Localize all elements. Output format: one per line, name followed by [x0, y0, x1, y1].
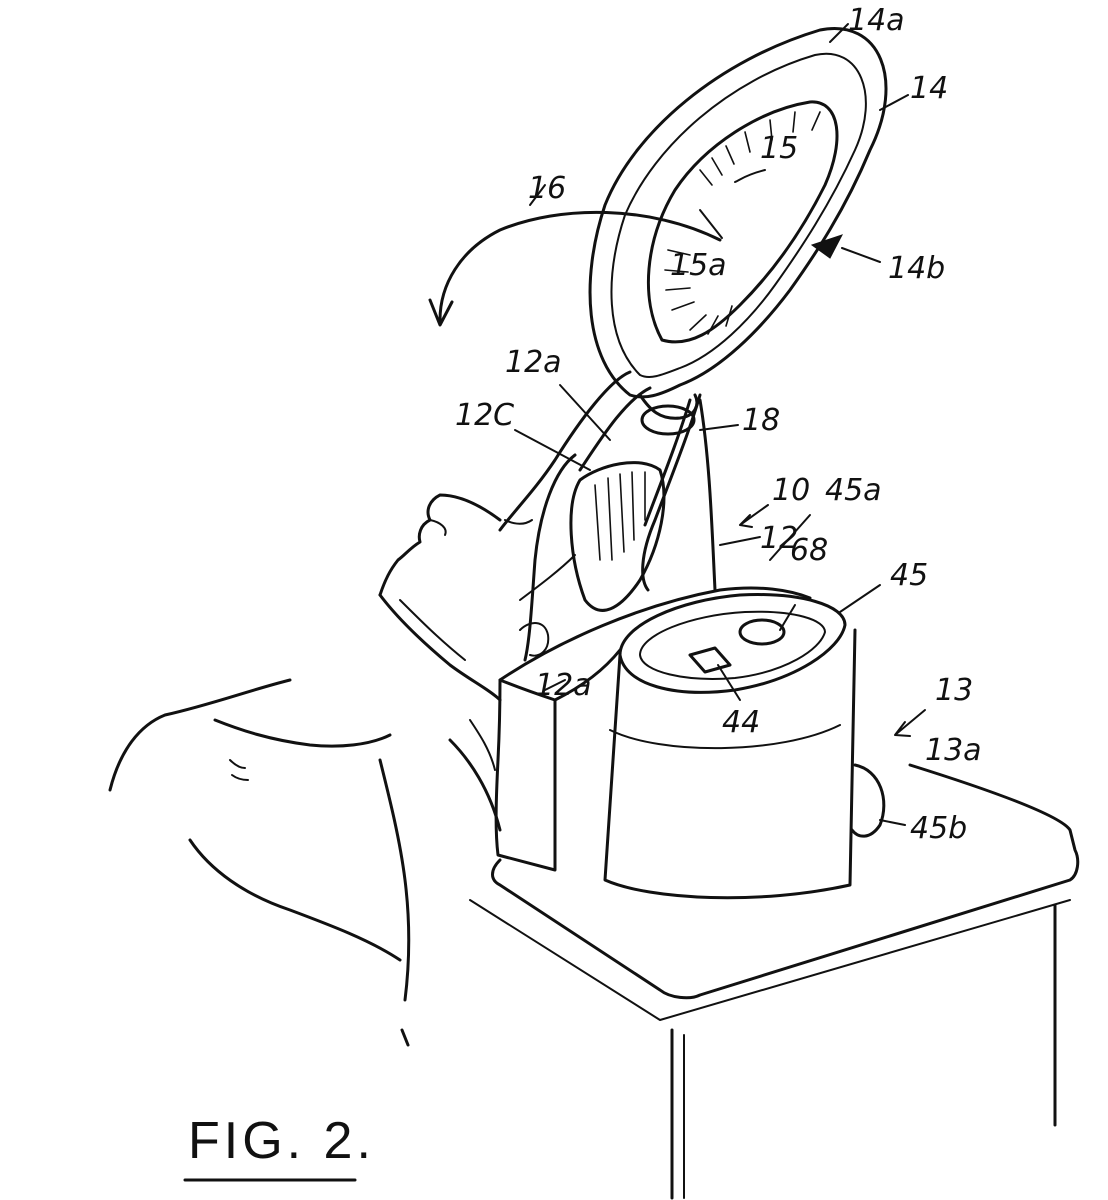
arm-rear-strut-2	[643, 398, 692, 527]
patient-shoulder	[108, 678, 292, 792]
canister-knob-44	[688, 646, 732, 674]
arm-outer	[498, 370, 632, 532]
leader-45a	[769, 514, 811, 561]
figure-caption-group: FIG. 2.	[183, 1112, 375, 1182]
patient-arm-fold	[229, 759, 246, 769]
table-top	[491, 763, 1080, 1000]
patient-chest	[213, 718, 392, 748]
leader-14	[879, 94, 909, 111]
canister-top-inner	[639, 610, 826, 680]
label-45: 45	[890, 558, 928, 593]
canister-knob-68	[738, 618, 786, 646]
rotation-arrow	[428, 184, 722, 327]
label-12a-bottom: 12a	[535, 668, 592, 703]
label-68: 68	[790, 533, 828, 568]
mirror-frame-inner	[610, 52, 867, 378]
leader-12a-top	[559, 384, 611, 441]
base-left-housing	[494, 678, 557, 872]
label-12a-top: 12a	[505, 345, 562, 380]
patient-eye	[504, 519, 533, 525]
headrest-support	[498, 370, 811, 662]
patient-ear	[519, 622, 550, 657]
label-12: 12	[760, 521, 798, 556]
label-14: 14	[910, 71, 948, 106]
cradle-outer	[523, 453, 577, 662]
arrow-13	[894, 709, 926, 737]
label-15a: 15a	[670, 248, 727, 283]
mirror-reflection-hatching	[664, 111, 821, 335]
label-44: 44	[722, 705, 760, 740]
arm-right-post	[698, 398, 717, 592]
arrow-10	[739, 504, 769, 528]
table-top-edge	[469, 899, 1071, 1021]
mirror-glass	[646, 100, 839, 344]
mirror-assembly	[588, 23, 909, 436]
patient-torso	[448, 738, 502, 832]
reference-labels: 14a 14 15 16 14b 15a 12a 12C 18 10 45a 1…	[455, 3, 982, 846]
patient-neck	[378, 593, 502, 702]
leader-45b	[879, 819, 906, 826]
rotation-arc	[438, 210, 722, 322]
figure-caption: FIG. 2.	[188, 1112, 375, 1170]
arm-rear-strut	[641, 393, 702, 592]
label-14b: 14b	[888, 251, 945, 286]
leader-68	[779, 604, 796, 631]
arm-inner	[578, 386, 652, 472]
patient-figure	[108, 493, 576, 1047]
patient-lips	[429, 519, 447, 536]
patient-hair	[519, 554, 576, 601]
mirror-frame-outer	[588, 27, 888, 399]
cradle-window	[569, 461, 666, 612]
leader-16	[529, 184, 546, 206]
label-16: 16	[528, 171, 566, 206]
canister-foot-45b	[850, 763, 886, 838]
leader-12	[719, 536, 761, 546]
leader-12c	[514, 429, 591, 471]
arrow-14b-head	[810, 234, 844, 259]
label-15: 15	[760, 131, 798, 166]
label-10: 10	[772, 473, 810, 508]
label-13: 13	[935, 673, 973, 708]
canister-band	[609, 724, 841, 750]
leader-18	[699, 424, 739, 431]
housing-top	[498, 586, 812, 682]
leader-12a-bottom	[544, 679, 566, 691]
leader-44	[717, 664, 741, 701]
rotation-arrowhead	[428, 298, 454, 327]
arrow-to-15a	[699, 209, 723, 239]
canister-body	[603, 628, 857, 900]
curve-arrow-15	[734, 169, 766, 183]
patient-body-line	[378, 758, 411, 1002]
patient-chin-line	[399, 599, 466, 661]
label-13a: 13a	[925, 733, 982, 768]
patient-collar	[469, 719, 496, 771]
canister-top-outer	[618, 593, 847, 694]
label-14a: 14a	[848, 3, 905, 38]
patient-arm-fold-2	[231, 774, 249, 781]
leader-14a	[829, 23, 849, 43]
mirror-pivot-knob	[640, 404, 696, 436]
patient-face	[378, 493, 502, 597]
patient-dash	[400, 1028, 410, 1047]
cradle-hatching	[594, 471, 646, 561]
label-45a: 45a	[825, 473, 882, 508]
leader-45	[839, 584, 881, 613]
patient-arm	[188, 838, 402, 962]
label-45b: 45b	[910, 811, 967, 846]
label-12c: 12C	[455, 398, 514, 433]
housing-front	[553, 648, 622, 702]
label-18: 18	[742, 403, 780, 438]
leader-14b	[841, 247, 881, 263]
